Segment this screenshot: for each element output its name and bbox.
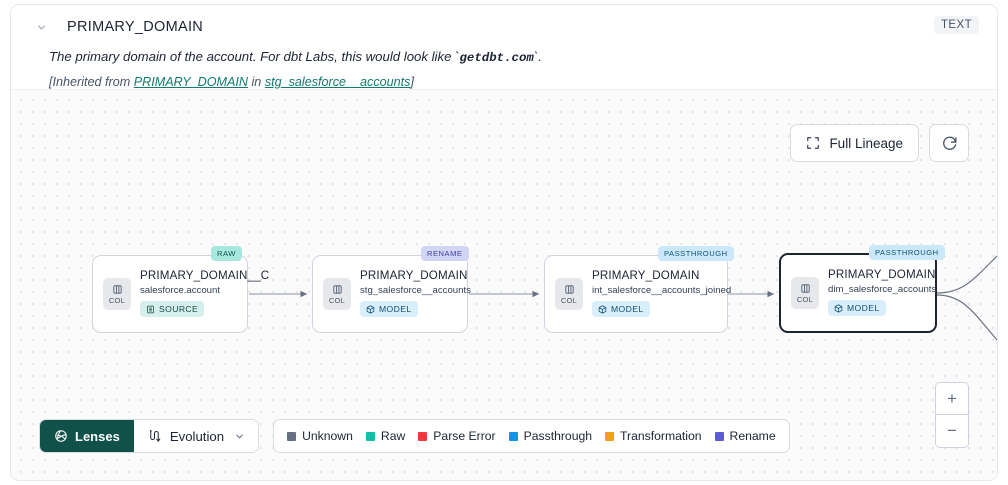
legend-label: Raw <box>380 429 406 443</box>
legend-label: Parse Error <box>433 429 496 443</box>
column-description: The primary domain of the account. For d… <box>49 49 979 67</box>
node-body: PRIMARY_DOMAIN int_salesforce__accounts_… <box>592 269 731 319</box>
node-column-name: PRIMARY_DOMAIN <box>828 268 936 282</box>
legend-item-transformation: Transformation <box>605 429 702 443</box>
node-type-label: MODEL <box>847 303 880 314</box>
full-lineage-button[interactable]: Full Lineage <box>790 124 919 162</box>
col-chip-label: COL <box>108 295 126 305</box>
lineage-node-3[interactable]: PASSTHROUGH COL PRIMARY_DOMAIN int_sales… <box>544 246 734 333</box>
node-type-label: SOURCE <box>159 304 199 315</box>
lens-badge: PASSTHROUGH <box>658 246 734 261</box>
header-title-row: PRIMARY_DOMAIN <box>29 15 979 39</box>
edge-out-upper <box>936 255 997 294</box>
lineage-edges <box>249 255 997 341</box>
lens-badge: RAW <box>211 246 242 261</box>
refresh-icon <box>941 135 958 152</box>
legend-item-passthrough: Passthrough <box>508 429 593 443</box>
lenses-label: Lenses <box>75 428 120 444</box>
node-type-badge: SOURCE <box>140 301 205 318</box>
node-body: PRIMARY_DOMAIN__C salesforce.account SOU… <box>140 269 269 319</box>
data-type-badge: TEXT <box>934 16 979 34</box>
inherited-suffix: ] <box>410 74 414 89</box>
node-table-name: salesforce.account <box>140 285 220 297</box>
legend-swatch <box>605 431 615 441</box>
edge-out-lower <box>936 294 997 341</box>
lens-badge: PASSTHROUGH <box>869 245 945 260</box>
legend-swatch <box>508 431 518 441</box>
node-body: PRIMARY_DOMAIN stg_salesforce__accounts … <box>360 269 471 319</box>
columns-icon: COL <box>323 278 351 310</box>
database-icon <box>146 305 155 314</box>
node-table-name: stg_salesforce__accounts <box>360 285 471 297</box>
aperture-icon <box>54 429 68 443</box>
legend-item-unknown: Unknown <box>287 429 353 443</box>
chevron-down-icon[interactable] <box>31 17 51 37</box>
lineage-node-2[interactable]: RENAME COL PRIMARY_DOMAIN stg_salesforce… <box>312 246 471 333</box>
node-type-label: MODEL <box>611 304 644 315</box>
evolution-icon <box>147 429 162 444</box>
lineage-legend: Unknown Raw Parse Error Passthrough Tran… <box>273 419 790 453</box>
evolution-dropdown[interactable]: Evolution <box>133 420 259 452</box>
legend-swatch <box>287 431 297 441</box>
node-type-label: MODEL <box>379 304 412 315</box>
lineage-node-1[interactable]: RAW COL PRIMARY_DOMAIN__C salesforce.acc… <box>92 246 269 333</box>
node-column-name: PRIMARY_DOMAIN__C <box>140 269 270 283</box>
page-title: PRIMARY_DOMAIN <box>67 19 204 35</box>
legend-item-parse-error: Parse Error <box>418 429 496 443</box>
full-lineage-label: Full Lineage <box>829 135 903 151</box>
zoom-out-button[interactable]: − <box>936 415 968 447</box>
columns-icon: COL <box>555 278 583 310</box>
node-type-badge: MODEL <box>360 301 418 318</box>
cube-icon <box>834 304 843 313</box>
legend-item-rename: Rename <box>714 429 776 443</box>
lens-control-group: Lenses Evolution <box>39 419 260 453</box>
legend-label: Rename <box>729 429 776 443</box>
column-detail-panel: PRIMARY_DOMAIN TEXT The primary domain o… <box>10 4 998 481</box>
legend-swatch <box>714 431 724 441</box>
legend-label: Passthrough <box>523 429 593 443</box>
node-type-badge: MODEL <box>828 300 886 317</box>
lineage-graph: RAW COL PRIMARY_DOMAIN__C salesforce.acc… <box>11 90 997 480</box>
legend-swatch <box>418 431 428 441</box>
canvas-top-controls: Full Lineage <box>790 124 969 162</box>
columns-icon: COL <box>791 277 819 309</box>
col-chip-label: COL <box>328 295 346 305</box>
node-body: PRIMARY_DOMAIN dim_salesforce_accounts M… <box>828 268 936 318</box>
chevron-down-icon <box>234 431 245 442</box>
node-table-name: dim_salesforce_accounts <box>828 284 937 296</box>
inherited-middle: in <box>248 74 265 89</box>
panel-header: PRIMARY_DOMAIN TEXT The primary domain o… <box>11 5 997 89</box>
legend-label: Transformation <box>620 429 702 443</box>
lenses-button[interactable]: Lenses <box>40 420 134 452</box>
legend-label: Unknown <box>302 429 353 443</box>
node-table-name: int_salesforce__accounts_joined <box>592 285 732 297</box>
inherited-model-link[interactable]: stg_salesforce__accounts <box>264 74 411 89</box>
legend-swatch <box>365 431 375 441</box>
description-code: getdbt.com <box>459 51 534 65</box>
lineage-canvas[interactable]: Full Lineage <box>11 89 997 480</box>
description-suffix: `. <box>533 49 542 64</box>
columns-icon: COL <box>103 278 131 310</box>
node-column-name: PRIMARY_DOMAIN <box>592 269 700 283</box>
expand-icon <box>806 136 820 150</box>
col-chip-label: COL <box>796 294 814 304</box>
inherited-column-link[interactable]: PRIMARY_DOMAIN <box>133 74 248 89</box>
cube-icon <box>598 305 607 314</box>
description-text: The primary domain of the account. For d… <box>49 49 460 64</box>
node-type-badge: MODEL <box>592 301 650 318</box>
canvas-bottom-toolbar: Lenses Evolution <box>39 419 790 453</box>
lineage-node-4[interactable]: PASSTHROUGH COL PRIMARY_DOMAIN dim_sales… <box>779 245 945 333</box>
node-column-name: PRIMARY_DOMAIN <box>360 269 468 283</box>
cube-icon <box>366 305 375 314</box>
legend-item-raw: Raw <box>365 429 406 443</box>
inherited-from-note: [Inherited from PRIMARY_DOMAIN in stg_sa… <box>49 75 979 91</box>
evolution-label: Evolution <box>169 428 225 444</box>
col-chip-label: COL <box>560 295 578 305</box>
zoom-in-button[interactable]: + <box>936 383 968 415</box>
inherited-prefix: [Inherited from <box>49 74 134 89</box>
zoom-controls: + − <box>935 382 969 448</box>
lens-badge: RENAME <box>421 246 469 261</box>
refresh-button[interactable] <box>929 124 969 162</box>
